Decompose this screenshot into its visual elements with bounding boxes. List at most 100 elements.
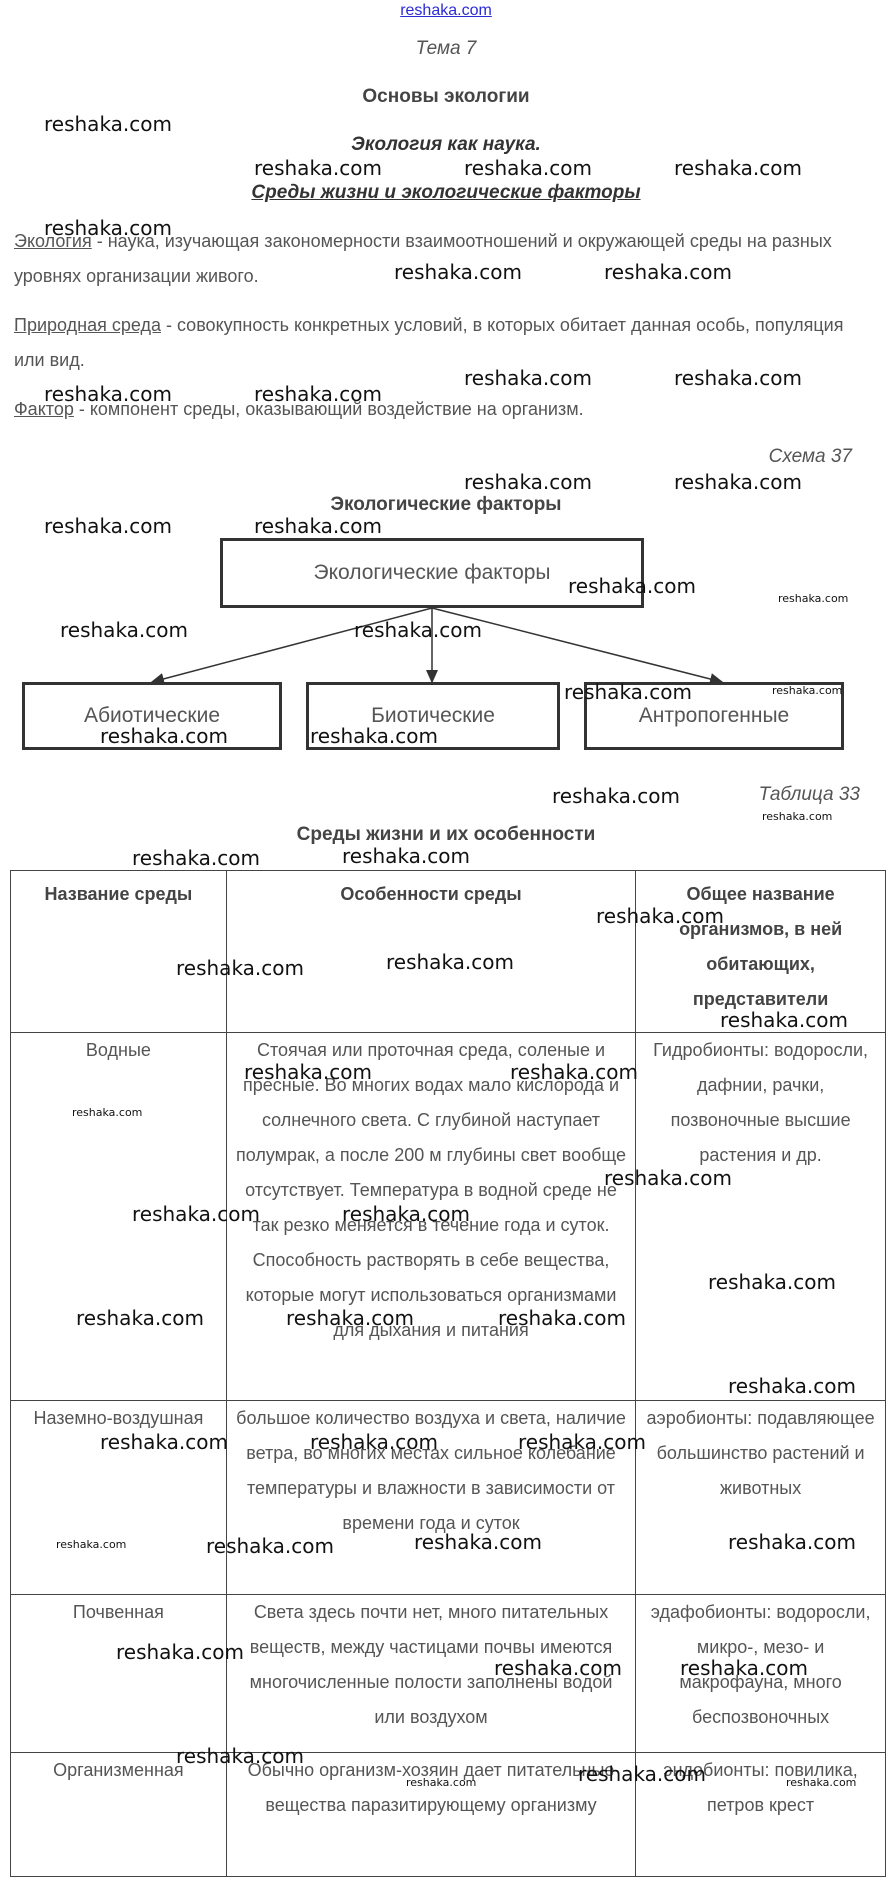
watermark: reshaka.com [394, 260, 522, 284]
header-cell: Общее название организмов, в ней обитающ… [635, 870, 886, 1033]
header-cell: Название среды [10, 870, 227, 1033]
watermark: reshaka.com [310, 1430, 438, 1454]
watermark: reshaka.com [342, 844, 470, 868]
table-caption: Таблица 33 [758, 784, 860, 805]
watermark: reshaka.com [720, 1008, 848, 1032]
watermark: reshaka.com [132, 1202, 260, 1226]
watermark: reshaka.com [494, 1656, 622, 1680]
table-cell: аэробионты: подавляющее большинство раст… [635, 1400, 886, 1595]
watermark: reshaka.com [116, 1640, 244, 1664]
definition-text: - совокупность конкретных условий, в кот… [14, 315, 844, 370]
arrow-anthropogenic [431, 607, 724, 685]
watermark: reshaka.com [44, 514, 172, 538]
watermark: reshaka.com [342, 1202, 470, 1226]
watermark: reshaka.com [44, 112, 172, 136]
watermark: reshaka.com [762, 810, 833, 823]
watermark: reshaka.com [76, 1306, 204, 1330]
watermark: reshaka.com [464, 470, 592, 494]
schema-root-box: Экологические факторы [220, 538, 644, 608]
table-title: Среды жизни и их особенности [296, 824, 596, 845]
watermark: reshaka.com [728, 1374, 856, 1398]
watermark: reshaka.com [60, 618, 188, 642]
watermark: reshaka.com [286, 1306, 414, 1330]
schema-child-label: Абиотические [83, 704, 221, 727]
table-cell: Света здесь почти нет, много питательных… [225, 1594, 637, 1753]
watermark: reshaka.com [564, 680, 692, 704]
watermark: reshaka.com [44, 216, 172, 240]
watermark: reshaka.com [176, 1744, 304, 1768]
definition-environment: Природная среда - совокупность конкретны… [14, 308, 854, 378]
table-cell: Почвенная [10, 1594, 227, 1753]
watermark: reshaka.com [72, 1106, 143, 1119]
watermark: reshaka.com [176, 956, 304, 980]
definition-term: Фактор [14, 399, 74, 419]
table-header-row: Название среды Особенности среды Общее н… [10, 870, 886, 1033]
schema-child-label: Антропогенные [638, 704, 790, 727]
schema-box-biotic: Биотические [306, 682, 560, 750]
watermark: reshaka.com [414, 1530, 542, 1554]
watermark: reshaka.com [708, 1270, 836, 1294]
table-row: Почвенная Света здесь почти нет, много п… [10, 1594, 886, 1753]
schema-arrows [150, 607, 724, 685]
watermark: reshaka.com [386, 950, 514, 974]
watermark: reshaka.com [206, 1534, 334, 1558]
watermark: reshaka.com [786, 1776, 857, 1789]
environments-table: Название среды Особенности среды Общее н… [10, 870, 886, 1877]
watermark: reshaka.com [772, 684, 843, 697]
watermark: reshaka.com [132, 846, 260, 870]
table-cell: Организменная [10, 1752, 227, 1877]
watermark: reshaka.com [578, 1762, 706, 1786]
chapter-title: Основы экологии [362, 86, 530, 107]
arrow-abiotic [150, 607, 433, 685]
section-subtitle: Среды жизни и экологические факторы [251, 182, 641, 203]
schema-caption: Схема 37 [768, 446, 852, 467]
watermark: reshaka.com [778, 592, 849, 605]
schema-child-label: Биотические [371, 704, 495, 727]
schema-box-abiotic: Абиотические [22, 682, 282, 750]
watermark: reshaka.com [674, 156, 802, 180]
schema-root-label: Экологические факторы [313, 561, 551, 584]
definition-text: - компонент среды, оказывающий воздейств… [73, 399, 584, 419]
table-row: Наземно-воздушная большое количество воз… [10, 1400, 886, 1595]
watermark: reshaka.com [680, 1656, 808, 1680]
definition-term: Экология [14, 231, 92, 251]
site-link[interactable]: reshaka.com [400, 2, 492, 19]
watermark: reshaka.com [596, 904, 724, 928]
watermark: reshaka.com [100, 1430, 228, 1454]
table-cell: Гидробионты: водоросли, дафнии, рачки, п… [635, 1032, 886, 1401]
table-cell: Наземно-воздушная [10, 1400, 227, 1595]
table-row: Водные Стоячая или проточная среда, соле… [10, 1032, 886, 1401]
watermark: reshaka.com [464, 156, 592, 180]
watermark: reshaka.com [510, 1060, 638, 1084]
definition-term: Природная среда [14, 315, 161, 335]
watermark: reshaka.com [728, 1530, 856, 1554]
definition-factor: Фактор - компонент среды, оказывающий во… [14, 392, 854, 427]
table-cell: Обычно организм-хозяин дает питательные … [225, 1752, 637, 1877]
watermark: reshaka.com [100, 724, 228, 748]
watermark: reshaka.com [518, 1430, 646, 1454]
header-cell: Особенности среды [225, 870, 637, 1033]
watermark: reshaka.com [604, 1166, 732, 1190]
watermark: reshaka.com [254, 382, 382, 406]
watermark: reshaka.com [552, 784, 680, 808]
topic-number: Тема 7 [415, 38, 477, 59]
section-title: Экология как наука. [351, 134, 541, 155]
watermark: reshaka.com [674, 470, 802, 494]
watermark: reshaka.com [254, 514, 382, 538]
watermark: reshaka.com [56, 1538, 127, 1551]
table-cell: большое количество воздуха и света, нали… [225, 1400, 637, 1595]
table-cell: эндобионты: повилика, петров крест [635, 1752, 886, 1877]
definition-ecology: Экология - наука, изучающая закономернос… [14, 224, 854, 294]
watermark: reshaka.com [568, 574, 696, 598]
schema-box-anthropogenic: Антропогенные [584, 682, 844, 750]
watermark: reshaka.com [354, 618, 482, 642]
watermark: reshaka.com [604, 260, 732, 284]
schema-title: Экологические факторы [330, 494, 562, 515]
watermark: reshaka.com [254, 156, 382, 180]
watermark: reshaka.com [406, 1776, 477, 1789]
watermark: reshaka.com [498, 1306, 626, 1330]
definition-text: - наука, изучающая закономерности взаимо… [14, 231, 832, 286]
watermark: reshaka.com [44, 382, 172, 406]
watermark: reshaka.com [244, 1060, 372, 1084]
watermark: reshaka.com [464, 366, 592, 390]
